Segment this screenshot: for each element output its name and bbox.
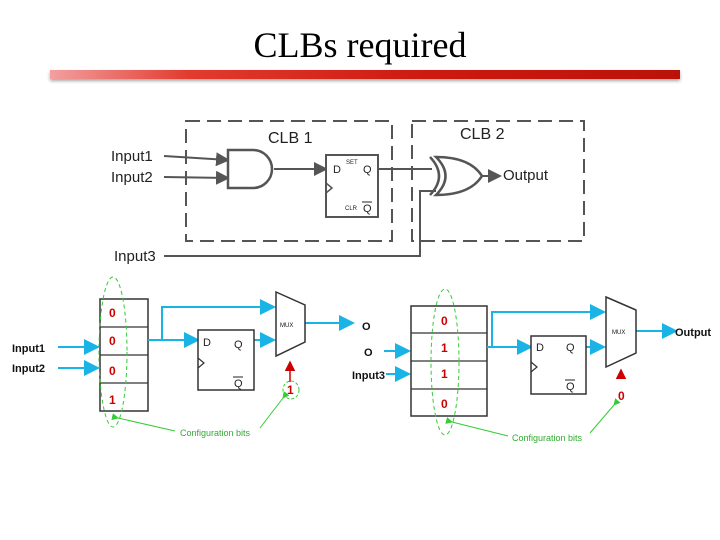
right-ff-d-label: D	[536, 342, 544, 354]
top-ff-clr-label: CLR	[345, 206, 358, 212]
clb1-boundary	[185, 120, 393, 242]
top-wires	[163, 152, 502, 257]
right-clb-detail: 0 1 1 0 D Q Q MUX Output 0 Configuration…	[384, 288, 711, 443]
left-ff-q-label: Q	[234, 339, 243, 351]
clb2-label: CLB 2	[460, 126, 505, 143]
and-gate	[226, 148, 274, 190]
left-input1-label: Input1	[12, 343, 45, 355]
left-clb-detail: 0 0 0 1 Input1 Input2 D Q Q MUX	[12, 276, 355, 438]
feedback-o-label: O	[364, 347, 373, 359]
top-ff-q-label: Q	[363, 164, 372, 176]
slide-title: CLBs required	[253, 25, 467, 65]
right-config-bit: 1	[441, 367, 448, 381]
right-config-bit: 1	[441, 341, 448, 355]
right-config-bit: 0	[441, 397, 448, 411]
top-ff-qbar-label: Q	[363, 203, 372, 215]
right-flip-flop: D Q Q	[530, 335, 587, 395]
left-mux-label: MUX	[280, 323, 293, 329]
left-mux: MUX	[275, 290, 306, 358]
top-output-label: Output	[503, 167, 549, 184]
right-config-label: Configuration bits	[512, 433, 583, 443]
left-input2-label: Input2	[12, 363, 45, 375]
title-underline-bar	[50, 70, 680, 79]
left-mux-select-bit: 1	[287, 383, 294, 397]
clock-triangle-icon	[325, 182, 334, 194]
clb1-label: CLB 1	[268, 130, 313, 147]
right-mux-label: MUX	[612, 330, 625, 336]
left-config-bit: 1	[109, 393, 116, 407]
right-input3-label: Input3	[352, 370, 385, 382]
top-logic-diagram: CLB 1 CLB 2 Input1 Input2 Input3 Output …	[111, 120, 585, 265]
clock-triangle-icon	[530, 361, 538, 373]
left-ff-qbar-label: Q	[234, 378, 243, 390]
right-ff-q-label: Q	[566, 342, 575, 354]
feedback-o-label: O	[362, 321, 371, 333]
top-input2-label: Input2	[111, 169, 153, 186]
right-config-bit: 0	[441, 314, 448, 328]
left-config-bit: 0	[109, 306, 116, 320]
left-select-ellipse	[282, 380, 300, 400]
top-ff-d-label: D	[333, 164, 341, 176]
top-ff-set-label: SET	[346, 160, 358, 166]
left-ff-d-label: D	[203, 337, 211, 349]
left-config-label: Configuration bits	[180, 428, 251, 438]
top-flip-flop: D Q Q SET CLR	[325, 154, 379, 218]
right-output-label: Output	[675, 327, 711, 339]
top-input1-label: Input1	[111, 148, 153, 165]
right-mux-select-bit: 0	[618, 389, 625, 403]
right-config-ellipse	[430, 288, 460, 436]
xor-gate	[429, 155, 484, 197]
left-config-bit: 0	[109, 334, 116, 348]
top-input3-label: Input3	[114, 248, 156, 265]
clock-triangle-icon	[197, 357, 205, 369]
right-ff-qbar-label: Q	[566, 381, 575, 393]
clb2-boundary	[411, 120, 585, 242]
left-flip-flop: D Q Q	[197, 329, 255, 391]
right-mux: MUX	[605, 295, 637, 369]
left-config-bit: 0	[109, 364, 116, 378]
